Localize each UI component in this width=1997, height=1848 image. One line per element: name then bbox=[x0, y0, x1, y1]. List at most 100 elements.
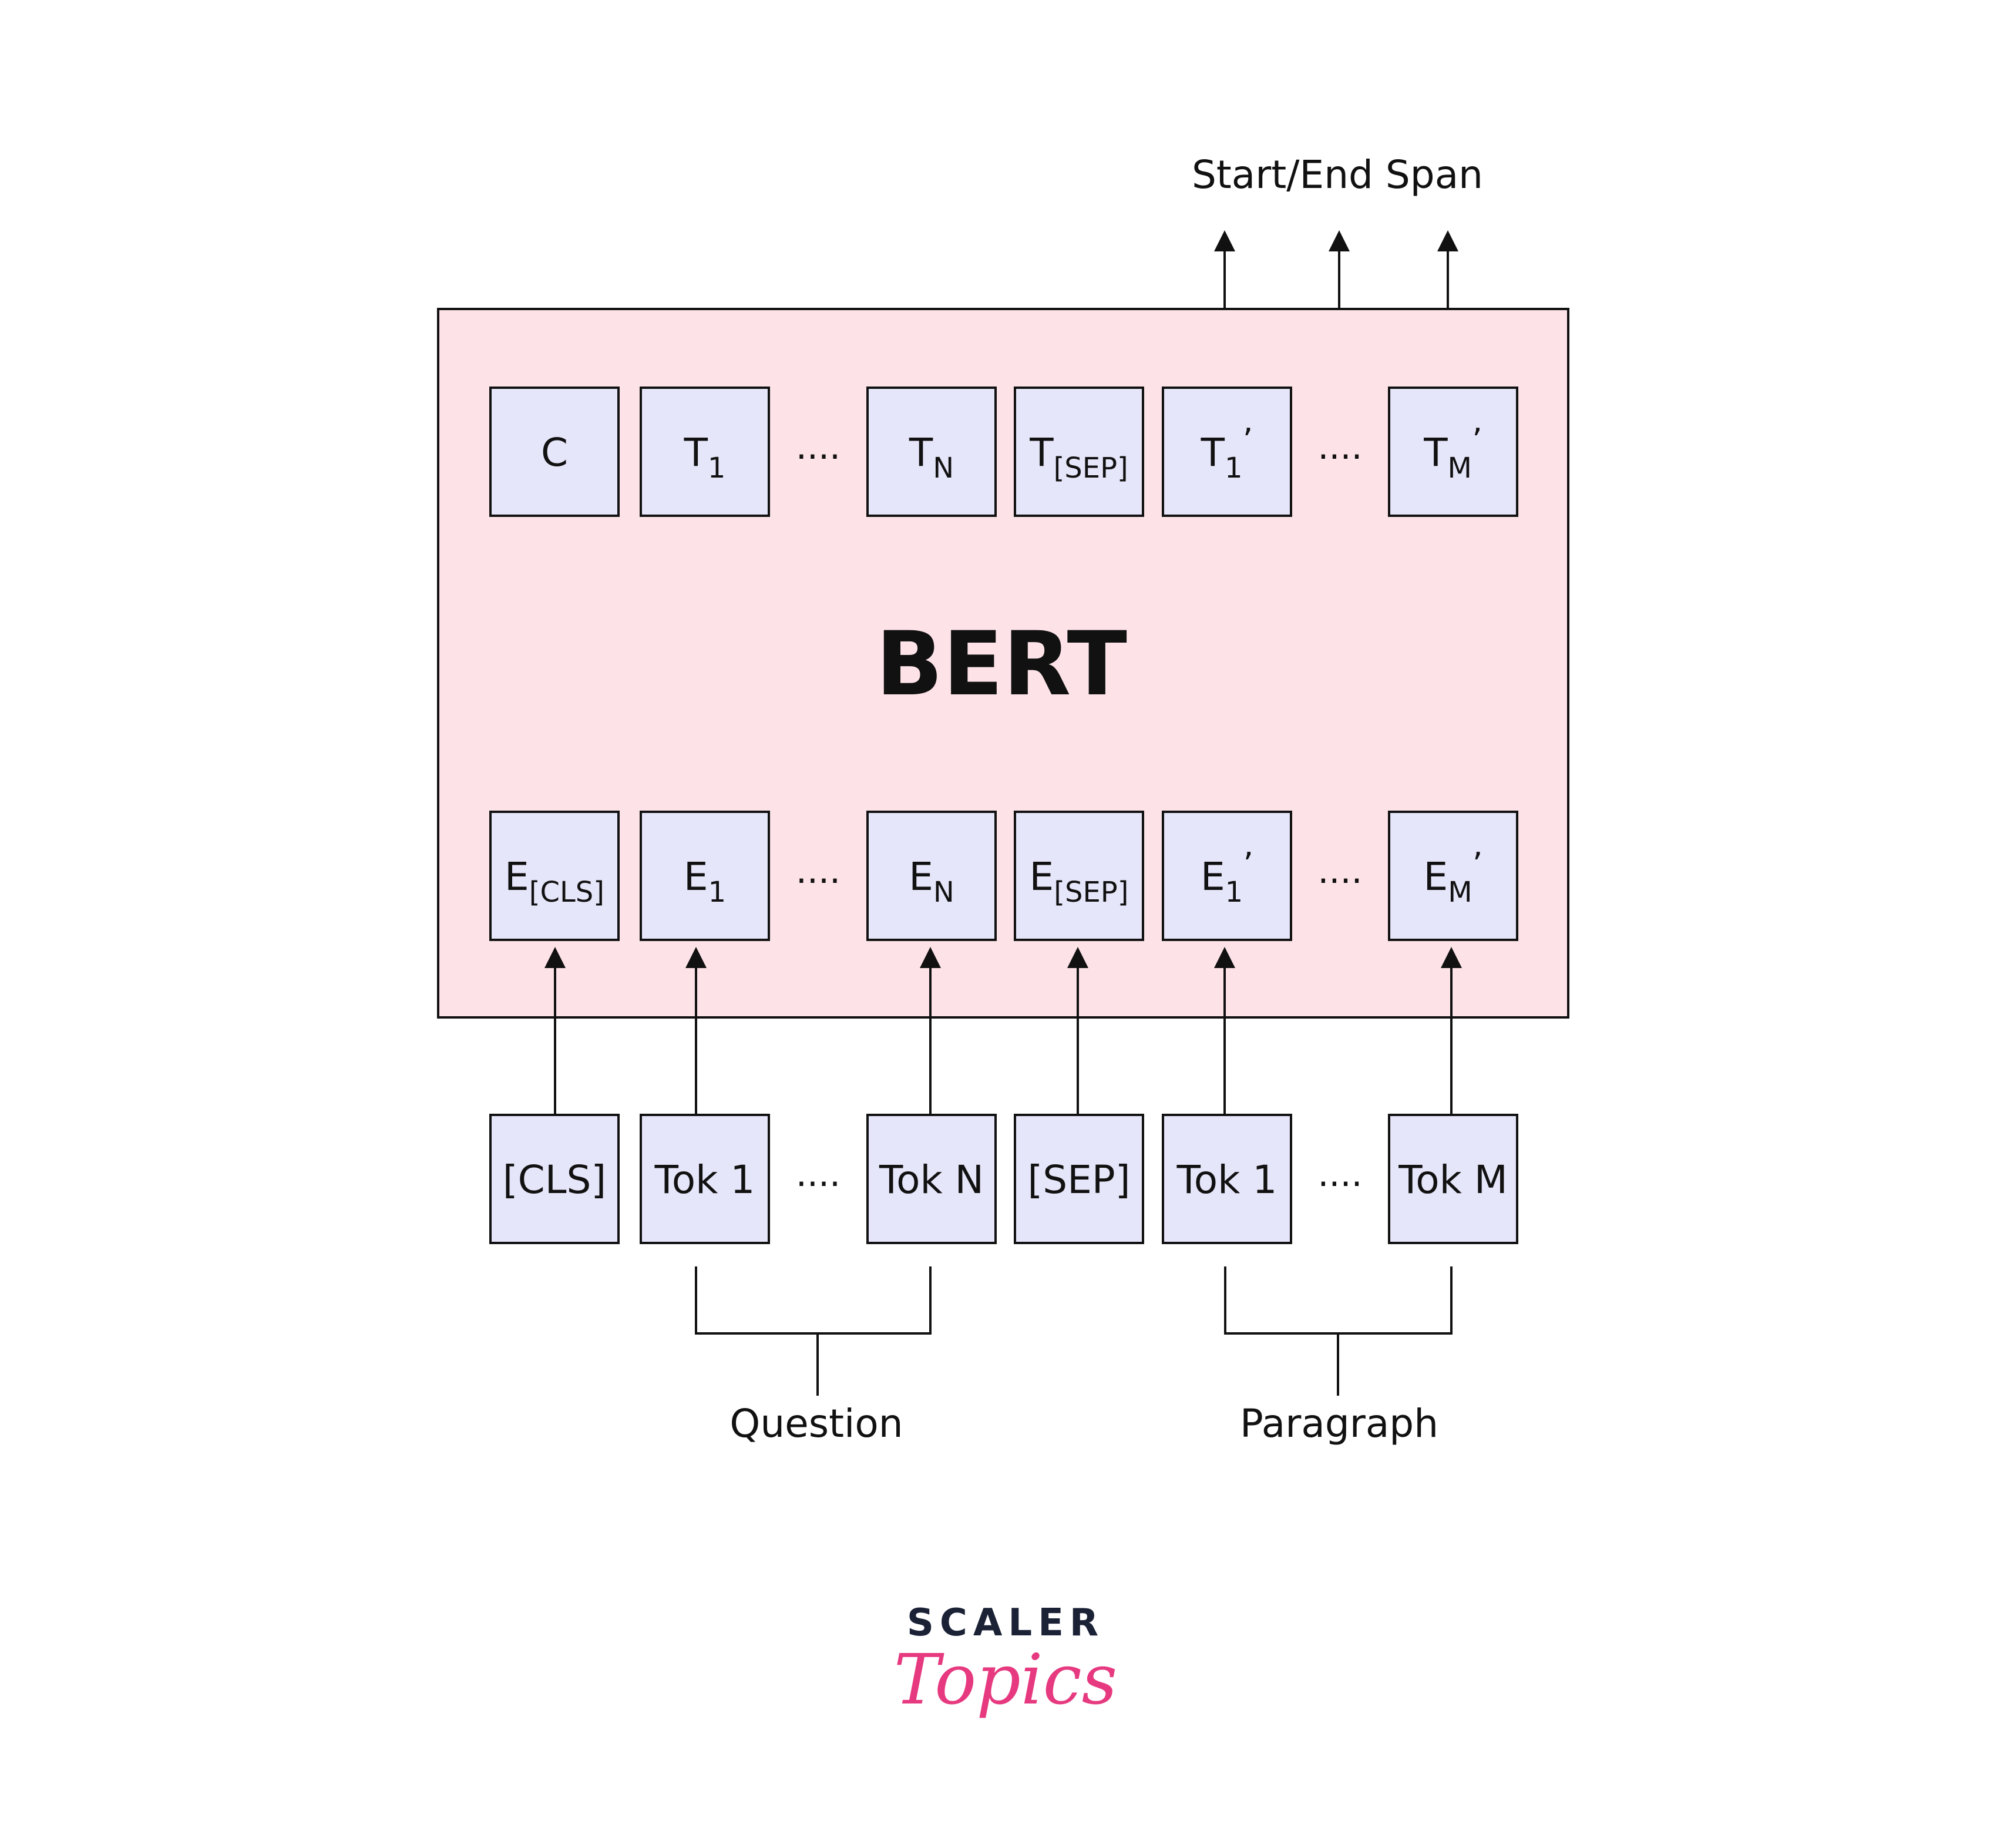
input-token: Tok M bbox=[1388, 1114, 1518, 1244]
embedding-label: EM’ bbox=[1424, 846, 1483, 909]
embedding-subscript: [SEP] bbox=[1054, 876, 1128, 909]
model-label: BERT bbox=[876, 613, 1127, 715]
bert-panel bbox=[437, 308, 1569, 1019]
output-token-label: C bbox=[541, 430, 568, 475]
question-label: Question bbox=[729, 1401, 903, 1446]
logo-bottom-text: Topics bbox=[894, 1639, 1118, 1720]
input-token-label: [SEP] bbox=[1028, 1157, 1131, 1202]
output-token: TM’ bbox=[1388, 387, 1518, 517]
input-token: Tok 1 bbox=[1162, 1114, 1292, 1244]
output-token-main: T bbox=[909, 430, 933, 475]
ellipsis: .... bbox=[796, 426, 841, 468]
embedding-main: E bbox=[684, 854, 708, 899]
embedding-label: E[SEP] bbox=[1030, 854, 1129, 909]
output-token-prime: ’ bbox=[1472, 422, 1482, 460]
output-token-box bbox=[1388, 387, 1518, 517]
embedding-label: E1’ bbox=[1201, 846, 1253, 909]
output-token-box bbox=[640, 387, 770, 517]
embedding: EN bbox=[866, 811, 997, 941]
output-token-subscript: N bbox=[933, 452, 954, 485]
input-token-box bbox=[1162, 1114, 1292, 1244]
paragraph-label: Paragraph bbox=[1240, 1401, 1438, 1446]
embedding-subscript: [CLS] bbox=[529, 876, 604, 909]
embedding: E[CLS] bbox=[489, 811, 620, 941]
embedding: E[SEP] bbox=[1014, 811, 1144, 941]
embedding-main: E bbox=[1201, 854, 1225, 899]
input-token-box bbox=[1014, 1114, 1144, 1244]
output-token-box bbox=[1014, 387, 1144, 517]
output-token-main: C bbox=[541, 430, 568, 475]
embedding-main: E bbox=[1424, 854, 1448, 899]
output-token-subscript: M bbox=[1448, 452, 1472, 485]
output-token: T1’ bbox=[1162, 387, 1292, 517]
output-token: T1 bbox=[640, 387, 770, 517]
ellipsis: .... bbox=[1317, 426, 1362, 468]
input-token-label: Tok N bbox=[879, 1157, 984, 1202]
embedding-prime: ’ bbox=[1472, 846, 1483, 884]
ellipsis: .... bbox=[796, 1154, 841, 1195]
input-token-box bbox=[640, 1114, 770, 1244]
logo-top-text: SCALER bbox=[907, 1601, 1104, 1645]
input-token: Tok 1 bbox=[640, 1114, 770, 1244]
embedding: E1 bbox=[640, 811, 770, 941]
embedding-label: E1 bbox=[684, 854, 726, 909]
output-token-subscript: 1 bbox=[1225, 452, 1243, 485]
output-token: T[SEP] bbox=[1014, 387, 1144, 517]
output-token: TN bbox=[866, 387, 997, 517]
ellipsis: .... bbox=[1317, 851, 1362, 892]
embedding-subscript: N bbox=[933, 876, 954, 909]
output-token-subscript: [SEP] bbox=[1054, 452, 1128, 485]
embedding-subscript: 1 bbox=[1225, 876, 1243, 909]
input-token-box bbox=[1388, 1114, 1518, 1244]
embedding-subscript: M bbox=[1448, 876, 1472, 909]
output-token-main: T bbox=[1029, 430, 1054, 475]
input-token: [CLS] bbox=[489, 1114, 620, 1244]
embedding-label: EN bbox=[909, 854, 954, 909]
output-token-prime: ’ bbox=[1243, 422, 1253, 460]
scaler-topics-logo: SCALER Topics bbox=[894, 1601, 1118, 1720]
embedding-main: E bbox=[1030, 854, 1054, 899]
ellipsis: .... bbox=[796, 851, 841, 892]
input-token-label: [CLS] bbox=[503, 1157, 606, 1202]
output-token-subscript: 1 bbox=[708, 452, 726, 485]
output-token-label: TN bbox=[909, 430, 954, 485]
output-token-main: T bbox=[1423, 430, 1448, 475]
paragraph-bracket bbox=[1224, 1266, 1453, 1396]
input-token-box bbox=[866, 1114, 997, 1244]
embedding-subscript: 1 bbox=[708, 876, 727, 909]
embedding-box bbox=[489, 811, 620, 941]
embedding: EM’ bbox=[1388, 811, 1518, 941]
token-row: [CLS] Tok 1 Tok N [SEP] Tok 1 Tok M bbox=[489, 1114, 1518, 1244]
input-token-label: Tok M bbox=[1398, 1157, 1508, 1202]
input-token: Tok N bbox=[866, 1114, 997, 1244]
output-token: C bbox=[489, 387, 620, 517]
output-token-label: TM’ bbox=[1423, 422, 1482, 485]
embedding-box bbox=[866, 811, 997, 941]
input-token-label: Tok 1 bbox=[1176, 1157, 1277, 1202]
ellipses: ........................ bbox=[796, 426, 1363, 1195]
input-token-label: Tok 1 bbox=[654, 1157, 755, 1202]
embedding-box bbox=[640, 811, 770, 941]
output-token-box bbox=[1162, 387, 1292, 517]
input-token: [SEP] bbox=[1014, 1114, 1144, 1244]
output-token-label: T1 bbox=[684, 430, 726, 485]
embedding-box bbox=[1162, 811, 1292, 941]
question-bracket bbox=[695, 1266, 932, 1396]
input-arrows bbox=[544, 947, 1462, 1115]
output-label: Start/End Span bbox=[1192, 152, 1483, 197]
embedding-box bbox=[1388, 811, 1518, 941]
embedding: E1’ bbox=[1162, 811, 1292, 941]
output-token-main: T bbox=[1201, 430, 1225, 475]
embedding-prime: ’ bbox=[1243, 846, 1253, 884]
ellipsis: .... bbox=[1317, 1154, 1362, 1195]
output-token-box bbox=[866, 387, 997, 517]
embedding-label: E[CLS] bbox=[505, 854, 604, 909]
embedding-main: E bbox=[505, 854, 529, 899]
output-arrows bbox=[1214, 230, 1458, 309]
embedding-box bbox=[1014, 811, 1144, 941]
output-token-label: T[SEP] bbox=[1029, 430, 1128, 485]
embedding-main: E bbox=[909, 854, 933, 899]
